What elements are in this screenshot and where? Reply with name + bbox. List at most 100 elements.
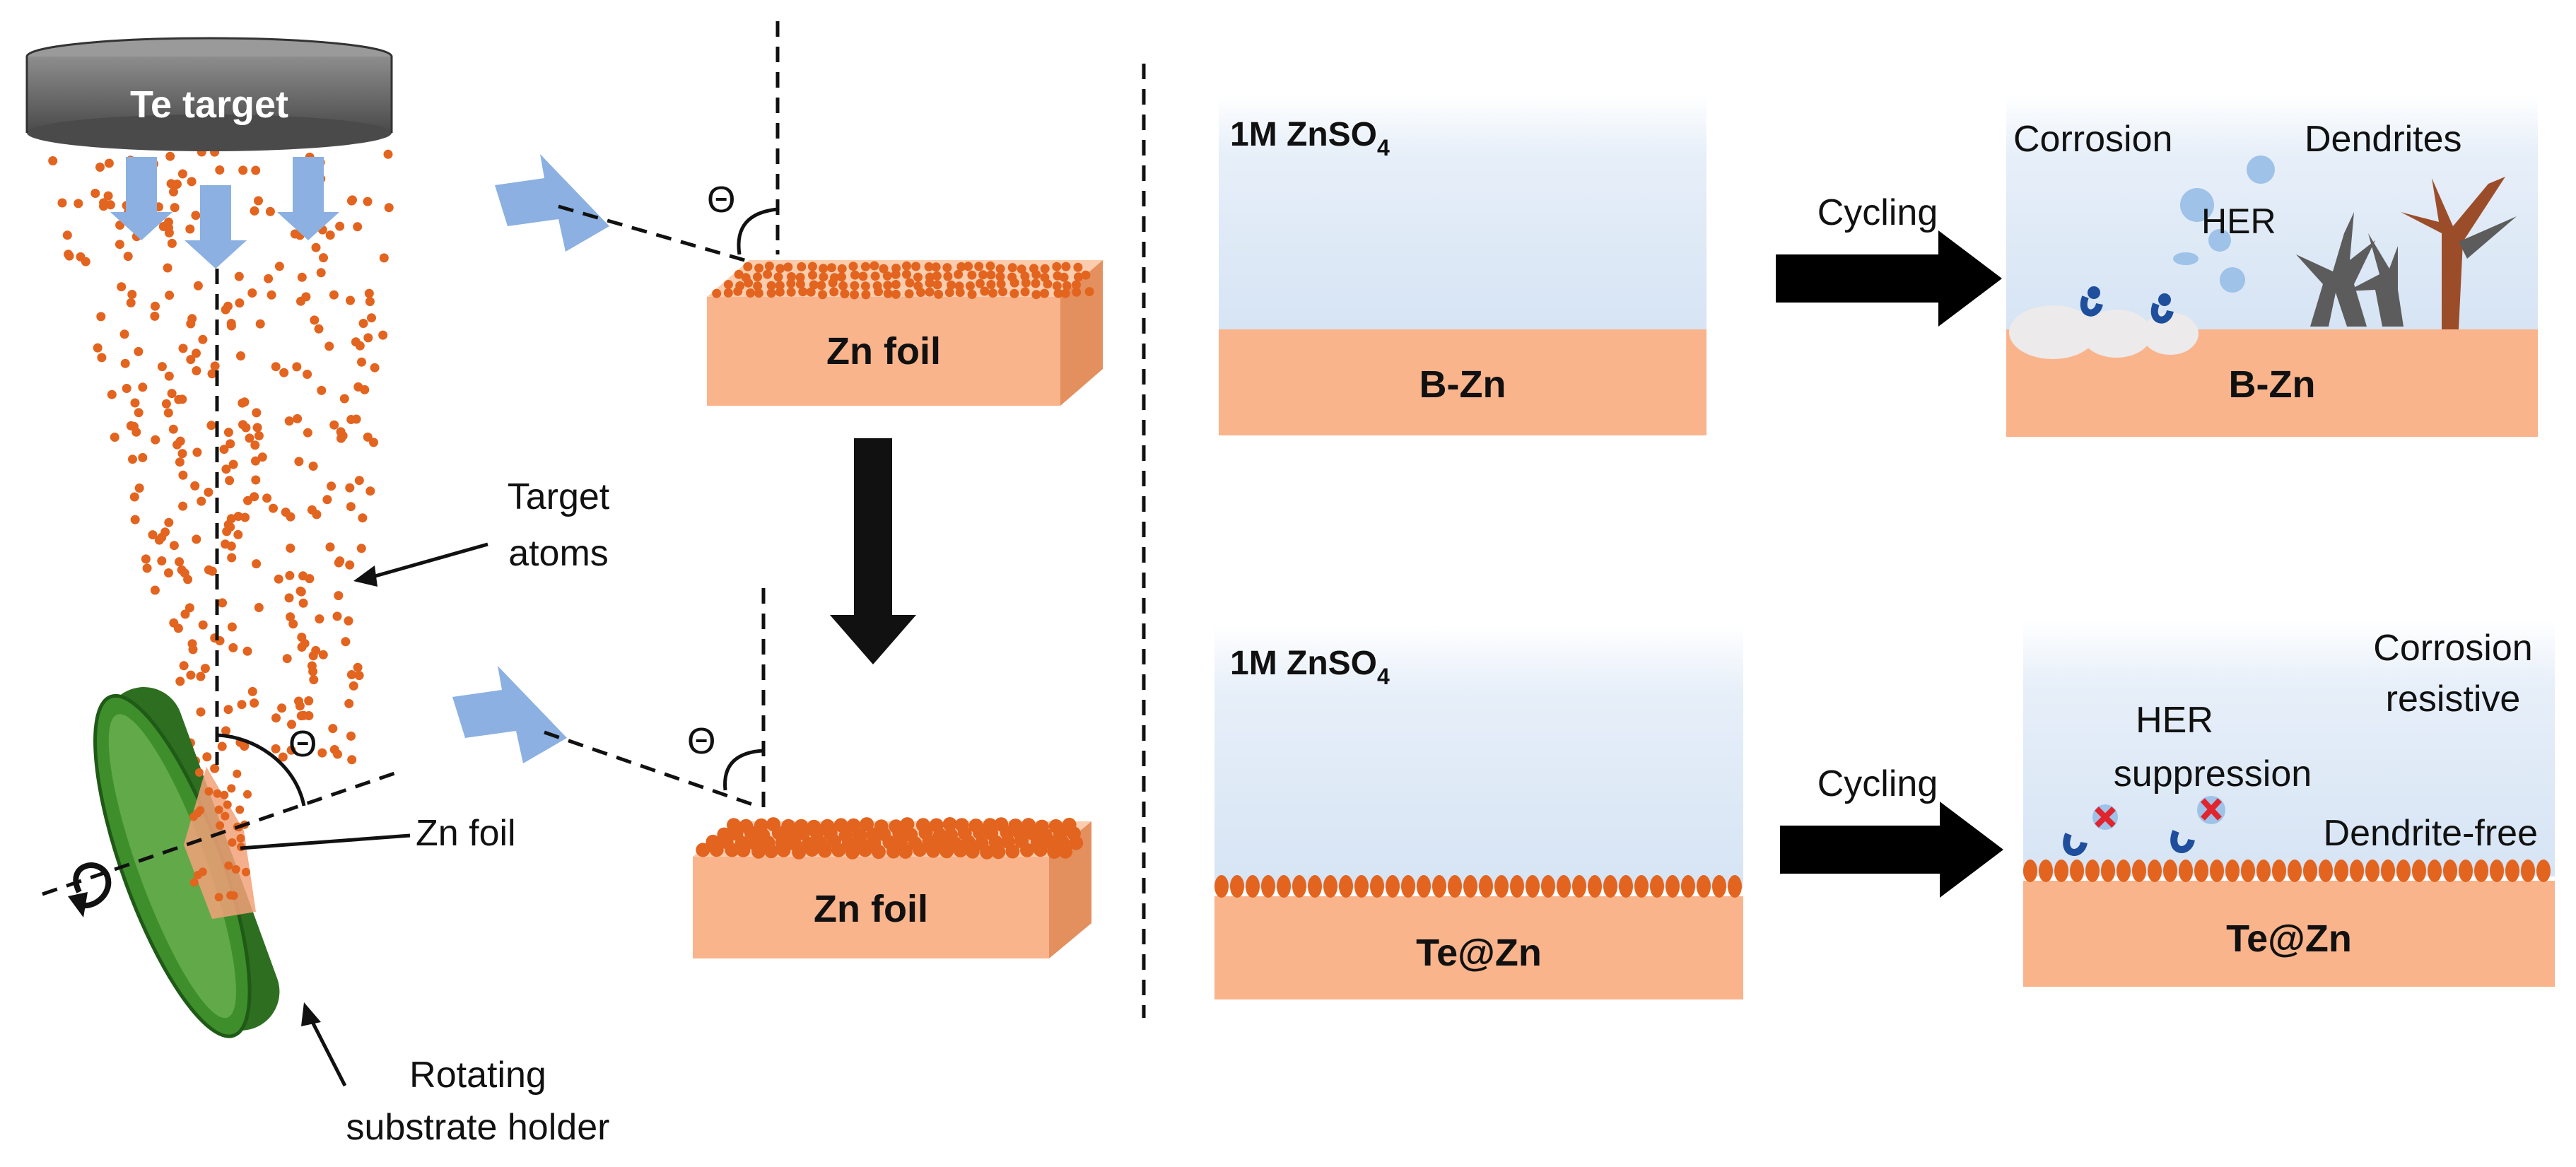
te-atom	[2474, 860, 2488, 882]
te-atom	[1040, 288, 1049, 298]
te-atom	[913, 281, 923, 291]
te-atom	[1557, 875, 1571, 898]
te-atom	[1020, 271, 1030, 281]
te-atom	[696, 843, 710, 857]
te-atom	[222, 527, 232, 536]
te-atom	[216, 821, 225, 830]
te-atom	[2117, 860, 2131, 882]
te-atom	[1370, 875, 1384, 898]
te-atom	[1634, 875, 1649, 898]
te-atom	[189, 878, 199, 887]
te-atom	[193, 281, 203, 291]
te-atom	[190, 481, 200, 491]
te-atom	[358, 319, 368, 328]
te-atom	[297, 633, 307, 642]
te-atom	[311, 242, 321, 252]
bzn-cycled-substrate-label: B-Zn	[2229, 363, 2316, 406]
te-atom	[1059, 272, 1069, 282]
te-atom	[117, 282, 127, 292]
te-atom	[837, 272, 846, 282]
te-atom	[1526, 875, 1540, 898]
te-atom	[292, 362, 302, 372]
te-atom	[798, 287, 808, 297]
bottom-foil-dense-atoms	[696, 817, 1084, 860]
te-atom	[142, 563, 152, 573]
te-atom	[303, 428, 312, 438]
te-atom	[237, 700, 247, 710]
te-atom	[932, 271, 942, 281]
te-atom	[90, 189, 100, 198]
theta-arc-bottom	[723, 749, 764, 791]
te-atom	[226, 541, 236, 551]
te-atom	[223, 301, 233, 311]
te-atom	[138, 382, 148, 392]
te-atom	[870, 271, 880, 281]
te-atom	[223, 428, 233, 438]
te-atom	[1031, 290, 1041, 300]
te-atom	[974, 262, 984, 271]
te-atom	[196, 707, 206, 717]
te-atom	[129, 421, 139, 431]
te-atom	[829, 287, 839, 297]
te-atom	[383, 149, 393, 159]
te-atom	[165, 291, 175, 300]
te-atom	[915, 818, 930, 833]
te-atom	[723, 288, 733, 298]
te-atom	[348, 195, 357, 205]
te-atom	[191, 211, 201, 221]
target-atoms-label-line2: atoms	[508, 533, 609, 574]
te-atom	[250, 492, 259, 502]
te-atom	[1588, 875, 1602, 898]
te-atom	[164, 371, 174, 381]
te-atom	[816, 281, 826, 291]
te-atom	[130, 398, 140, 408]
te-atom	[2225, 860, 2240, 882]
te-atom	[980, 286, 990, 296]
te-atom	[1074, 272, 1083, 282]
suppressed-x-icon	[2201, 798, 2222, 821]
te-atom	[271, 713, 281, 723]
te-atom	[99, 198, 109, 208]
te-atom	[2288, 860, 2302, 882]
te-atom	[2023, 860, 2037, 882]
te-atom	[819, 272, 829, 282]
te-atom	[219, 445, 229, 455]
te-atom	[797, 262, 807, 271]
te-atom	[2256, 860, 2271, 882]
te-atom	[141, 554, 151, 564]
te-atom	[894, 836, 908, 851]
te-atom	[314, 324, 324, 334]
te-atom	[316, 268, 326, 278]
te-atom	[2381, 860, 2395, 882]
te-atom	[95, 163, 105, 172]
te-atom	[723, 280, 733, 289]
te-atom	[891, 264, 901, 273]
te-atom	[1040, 273, 1050, 282]
te-atom	[164, 517, 174, 527]
te-atom	[1728, 875, 1742, 898]
te-atom	[227, 622, 237, 632]
te-atom	[245, 433, 254, 443]
te-atom	[995, 271, 1005, 281]
te-atom	[1062, 817, 1077, 832]
te-atom	[739, 819, 754, 833]
te-atom	[196, 672, 206, 681]
hydrogen-bubble-icon	[2173, 252, 2199, 265]
theta-label-top: Θ	[707, 180, 735, 221]
zn-foil-block-top: Zn foil	[707, 260, 1103, 406]
tezn-cycled-substrate-label: Te@Zn	[2226, 917, 2352, 960]
incidence-dashed-bottom	[544, 730, 757, 808]
te-atom	[252, 559, 262, 569]
te-atom	[134, 408, 144, 418]
te-atom	[134, 483, 144, 493]
te-atom	[369, 438, 378, 447]
te-atom	[278, 752, 288, 762]
te-atom	[204, 487, 213, 497]
hydrogen-bubble-icon	[2247, 156, 2275, 184]
te-atom	[151, 435, 160, 445]
te-atom	[975, 278, 985, 288]
te-atom	[746, 288, 756, 298]
te-atom	[850, 290, 860, 300]
te-atom	[1354, 875, 1369, 898]
water-molecule-icon	[2150, 303, 2174, 324]
